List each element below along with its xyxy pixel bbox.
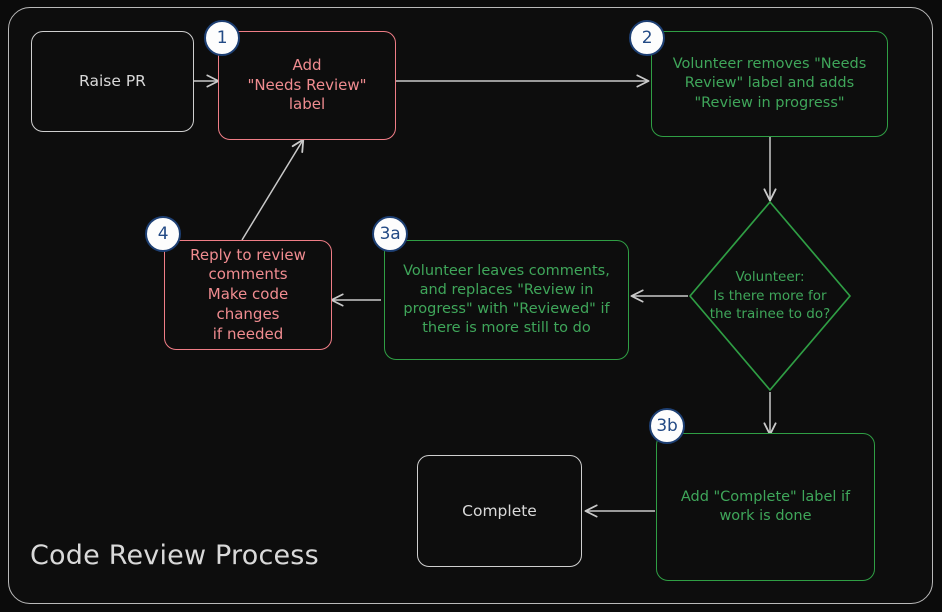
node-add-complete-label[interactable]: Add "Complete" label if work is done bbox=[656, 433, 875, 581]
node-complete[interactable]: Complete bbox=[417, 455, 582, 567]
node-volunteer-swaps-labels-text: Volunteer removes "Needs Review" label a… bbox=[672, 56, 867, 111]
step-badge-3b-text: 3b bbox=[656, 416, 678, 436]
node-add-complete-label-text: Add "Complete" label if work is done bbox=[680, 488, 851, 524]
node-more-for-trainee-decision-text: Volunteer: Is there more for the trainee… bbox=[709, 269, 831, 323]
step-badge-3a-text: 3a bbox=[379, 224, 401, 244]
step-badge-1: 1 bbox=[204, 20, 240, 56]
diamond-shape bbox=[689, 201, 851, 391]
node-volunteer-swaps-labels[interactable]: Volunteer removes "Needs Review" label a… bbox=[651, 31, 888, 137]
node-volunteer-leaves-comments[interactable]: Volunteer leaves comments, and replaces … bbox=[384, 240, 629, 360]
step-badge-1-text: 1 bbox=[216, 28, 228, 48]
diagram-title: Code Review Process bbox=[30, 540, 319, 571]
node-reply-to-review-comments-text: Reply to review comments Make code chang… bbox=[190, 245, 306, 343]
node-add-needs-review-label[interactable]: Add "Needs Review" label bbox=[218, 31, 396, 140]
node-add-needs-review-label-text: Add "Needs Review" label bbox=[247, 55, 367, 114]
step-badge-3b: 3b bbox=[649, 408, 685, 444]
step-badge-2-text: 2 bbox=[641, 28, 653, 48]
step-badge-4: 4 bbox=[145, 216, 181, 252]
step-badge-3a: 3a bbox=[372, 216, 408, 252]
node-complete-label: Complete bbox=[462, 501, 537, 520]
node-raise-pr-label: Raise PR bbox=[79, 72, 146, 91]
node-volunteer-leaves-comments-text: Volunteer leaves comments, and replaces … bbox=[403, 262, 610, 337]
node-reply-to-review-comments[interactable]: Reply to review comments Make code chang… bbox=[164, 240, 332, 350]
node-more-for-trainee-decision[interactable]: Volunteer: Is there more for the trainee… bbox=[687, 199, 853, 393]
step-badge-4-text: 4 bbox=[157, 224, 169, 244]
node-raise-pr[interactable]: Raise PR bbox=[31, 31, 194, 132]
step-badge-2: 2 bbox=[629, 20, 665, 56]
